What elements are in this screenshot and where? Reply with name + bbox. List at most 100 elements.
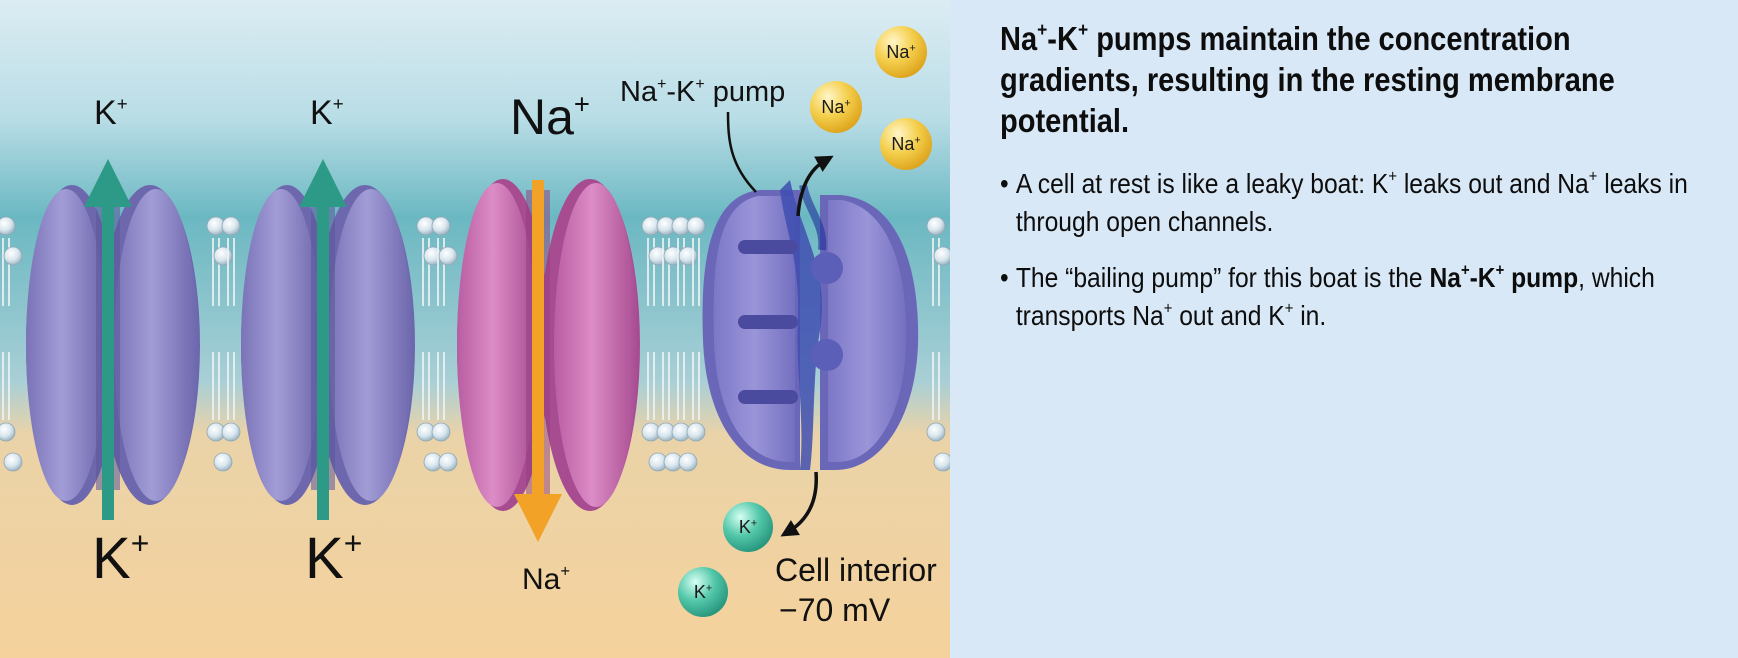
lipid-head xyxy=(221,422,241,442)
lipid-head xyxy=(213,452,233,472)
lipid-head xyxy=(686,422,706,442)
lipid-tail xyxy=(437,352,445,420)
lipid-head xyxy=(686,216,706,236)
bullet1-sup-b: + xyxy=(1588,166,1598,186)
pump-label-part2: -K xyxy=(666,76,696,108)
k-label-outside-2-ion: K xyxy=(310,94,333,132)
lipid-tail xyxy=(647,352,655,420)
lipid-tail xyxy=(212,352,220,420)
bullet2-sup-c: + xyxy=(1284,298,1294,318)
bullet2-part-b: , which transports Na xyxy=(1015,262,1655,331)
na-channel xyxy=(457,179,640,511)
bullet-list: A cell at rest is like a leaky boat: K+ … xyxy=(1000,165,1713,335)
na-ion-outside-2-symbol: Na xyxy=(886,42,910,62)
headline-part-a: Na xyxy=(1000,20,1038,57)
lipid-head xyxy=(3,246,23,266)
k-ion-inside-2-charge: + xyxy=(705,582,713,595)
pump-label-sup2: + xyxy=(695,76,705,94)
k-ion-inside-2: K+ xyxy=(678,567,728,617)
k-ion-inside-2-symbol: K xyxy=(693,582,706,602)
k-import-arrow xyxy=(780,471,818,537)
bullet1-sup-a: + xyxy=(1388,166,1397,186)
bullet2-part-d: in. xyxy=(1293,300,1327,331)
na-ion-outside-3-symbol: Na xyxy=(891,134,915,154)
lipid-head xyxy=(221,216,241,236)
explanation-panel: Na+-K+ pumps maintain the concentration … xyxy=(1000,18,1720,353)
k-label-inside-1: K+ xyxy=(92,527,149,588)
na-export-arrow xyxy=(796,155,834,217)
headline-part-b: -K xyxy=(1047,20,1078,57)
pump-label-leader xyxy=(726,111,757,193)
bullet2-bold-b: -K xyxy=(1469,262,1496,293)
na-k-pump xyxy=(702,180,919,470)
k-ion-inside-1: K+ xyxy=(723,502,773,552)
k-label-outside-1: K+ xyxy=(94,92,128,132)
lipid-head xyxy=(678,452,698,472)
na-ion-outside-3: Na+ xyxy=(880,118,932,170)
lipid-head xyxy=(438,452,458,472)
na-ion-outside-2: Na+ xyxy=(875,26,927,78)
membrane-potential-value: −70 mV xyxy=(779,592,891,628)
bullet-item-2: The “bailing pump” for this boat is the … xyxy=(1000,259,1713,335)
lipid-head xyxy=(926,216,946,236)
bullet2-bold-term: Na+-K+ pump xyxy=(1429,260,1579,293)
k-label-inside-2: K+ xyxy=(305,527,362,588)
lipid-tail xyxy=(227,352,235,420)
na-label-inside-ion: Na xyxy=(522,563,561,596)
lipid-bilayer xyxy=(0,216,950,472)
lipid-head xyxy=(0,422,16,442)
k-label-inside-2-charge: + xyxy=(343,525,363,562)
na-label-inside: Na+ xyxy=(522,562,570,596)
headline: Na+-K+ pumps maintain the concentration … xyxy=(1000,18,1713,141)
bullet2-bold-c: pump xyxy=(1504,262,1579,293)
membrane-diagram xyxy=(0,0,950,658)
lipid-tail xyxy=(677,352,685,420)
lipid-head xyxy=(431,422,451,442)
k-channel-2 xyxy=(241,185,415,505)
cell-interior-label: Cell interior −70 mV xyxy=(775,550,937,630)
bullet1-part-c: leaks in through open channels. xyxy=(1015,168,1688,237)
headline-sup-a: + xyxy=(1037,19,1048,42)
na-ion-outside-3-charge: + xyxy=(914,134,921,147)
lipid-head xyxy=(678,246,698,266)
lipid-head xyxy=(933,246,950,266)
pump-label: Na+-K+ pump xyxy=(620,76,786,108)
na-label-outside: Na+ xyxy=(510,89,590,145)
lipid-tail xyxy=(692,352,700,420)
na-label-outside-charge: + xyxy=(573,88,590,120)
k-label-outside-2: K+ xyxy=(310,92,344,132)
bullet-item-1: A cell at rest is like a leaky boat: K+ … xyxy=(1000,165,1713,241)
lipid-head xyxy=(3,452,23,472)
pump-label-part1: Na xyxy=(620,76,658,108)
lipid-head xyxy=(431,216,451,236)
pump-label-part3: pump xyxy=(704,76,786,108)
k-ion-inside-1-charge: + xyxy=(750,517,758,530)
lipid-tail xyxy=(422,352,430,420)
na-ion-outside-1-charge: + xyxy=(844,97,851,110)
k-label-outside-1-charge: + xyxy=(116,92,128,114)
k-label-inside-1-ion: K xyxy=(92,526,131,591)
cell-interior-title: Cell interior xyxy=(775,552,937,588)
k-label-outside-2-charge: + xyxy=(332,92,344,114)
na-ion-outside-2-charge: + xyxy=(909,42,916,55)
bullet1-part-b: leaks out and Na xyxy=(1396,168,1589,199)
bullet2-sup-b: + xyxy=(1163,298,1173,318)
lipid-head xyxy=(213,246,233,266)
bullet2-bold-b-sup: + xyxy=(1495,260,1505,280)
lipid-tail xyxy=(662,352,670,420)
k-ion-inside-1-symbol: K xyxy=(738,517,751,537)
lipid-tail xyxy=(227,238,235,306)
k-label-outside-1-ion: K xyxy=(94,94,117,132)
bullet2-bold-a: Na xyxy=(1429,262,1461,293)
na-label-outside-ion: Na xyxy=(510,89,574,145)
k-label-inside-1-charge: + xyxy=(130,525,150,562)
lipid-tail xyxy=(932,352,940,420)
bullet2-part-c: out and K xyxy=(1172,300,1285,331)
lipid-head xyxy=(438,246,458,266)
k-label-inside-2-ion: K xyxy=(305,526,344,591)
na-ion-outside-1: Na+ xyxy=(810,81,862,133)
na-label-inside-charge: + xyxy=(560,562,570,581)
lipid-head xyxy=(926,422,946,442)
bullet2-bold-a-sup: + xyxy=(1460,260,1470,280)
pump-label-sup1: + xyxy=(657,76,667,94)
